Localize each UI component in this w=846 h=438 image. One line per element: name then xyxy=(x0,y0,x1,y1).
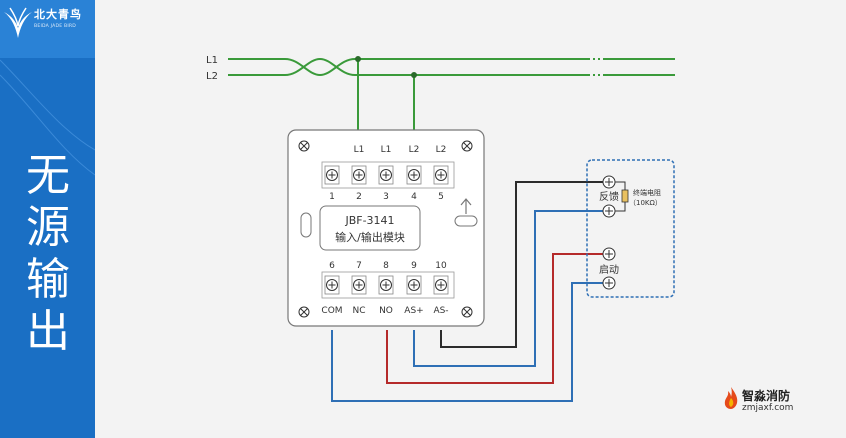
bottom-terminal-number: 8 xyxy=(383,261,389,271)
bottom-terminal-7: 7 NC xyxy=(351,261,367,316)
title-char-4: 出 xyxy=(26,306,70,357)
start-label: 启动 xyxy=(599,263,619,276)
brand-sub: BEIDA JADE BIRD xyxy=(34,24,77,29)
bottom-terminal-label: AS+ xyxy=(404,306,423,316)
wire-as-plus-blue xyxy=(413,210,605,367)
bus-l1-label: L1 xyxy=(206,55,218,66)
bottom-terminal-8: 8 NO xyxy=(378,261,394,316)
top-terminal-1: 1 xyxy=(324,165,340,202)
watermark-flame-icon xyxy=(724,387,738,409)
top-terminal-block: 1 L1 2 L1 3 L2 4 xyxy=(324,145,449,202)
junction-l1 xyxy=(355,56,361,62)
top-terminal-label: L2 xyxy=(409,145,420,155)
bottom-terminal-number: 7 xyxy=(356,261,362,271)
title-char-3: 输 xyxy=(26,254,70,305)
top-terminal-number: 1 xyxy=(329,192,335,202)
jade-bird-logo-icon xyxy=(4,7,32,38)
bottom-terminal-number: 9 xyxy=(411,261,417,271)
bottom-terminal-10: 10 AS- xyxy=(433,261,448,316)
up-arrow-icon xyxy=(460,198,472,214)
resistor-label: 终端电阻 xyxy=(633,188,661,197)
top-terminal-label: L1 xyxy=(381,145,392,155)
bottom-terminal-label: AS- xyxy=(433,306,448,316)
right-slot xyxy=(454,215,478,227)
brand-name: 北大青鸟 xyxy=(34,8,82,21)
bottom-terminal-9: 9 AS+ xyxy=(404,261,423,316)
brand-area: 北大青鸟 BEIDA JADE BIRD xyxy=(0,0,95,58)
bottom-terminal-number: 6 xyxy=(329,261,335,271)
output-wires xyxy=(331,181,605,402)
bottom-terminal-number: 10 xyxy=(435,261,447,271)
top-terminal-label: L1 xyxy=(354,145,365,155)
wire-com-blue xyxy=(331,282,605,402)
module-name: 输入/输出模块 xyxy=(335,230,405,244)
sidebar-decoration xyxy=(0,59,95,176)
bottom-terminal-label: NC xyxy=(352,306,365,316)
feedback-terminals xyxy=(602,175,616,218)
resistor-value: （10KΩ） xyxy=(629,199,662,207)
title-char-1: 无 xyxy=(26,150,70,201)
wire-no-red xyxy=(386,253,605,384)
watermark-name: 智淼消防 xyxy=(742,389,791,403)
junction-l2 xyxy=(411,72,417,78)
watermark-url: zmjaxf.com xyxy=(742,403,794,413)
page-title: 无 源 输 出 xyxy=(18,150,78,358)
bottom-terminal-block: 6 COM 7 NC 8 NO 9 AS+ xyxy=(321,261,448,316)
top-terminal-4: L2 4 xyxy=(406,145,422,202)
feedback-label: 反馈 xyxy=(599,190,619,203)
top-terminal-label: L2 xyxy=(436,145,447,155)
controlled-device: 反馈 终端电阻 （10KΩ） 启动 xyxy=(586,159,675,298)
top-terminal-number: 5 xyxy=(438,192,444,202)
start-terminals xyxy=(602,247,616,290)
top-terminal-number: 4 xyxy=(411,192,417,202)
title-char-2: 源 xyxy=(26,202,70,253)
bus-l2-label: L2 xyxy=(206,71,218,82)
resistor-icon xyxy=(621,189,629,203)
left-slot xyxy=(300,212,312,238)
sidebar: 北大青鸟 BEIDA JADE BIRD 无 源 输 出 xyxy=(0,0,95,438)
top-terminal-number: 3 xyxy=(383,192,389,202)
wire-as-minus-black xyxy=(440,181,605,348)
bottom-terminal-label: NO xyxy=(379,306,393,316)
bottom-terminal-6: 6 COM xyxy=(321,261,342,316)
module-model: JBF-3141 xyxy=(344,214,394,227)
top-terminal-5: L2 5 xyxy=(433,145,449,202)
bottom-terminal-label: COM xyxy=(321,306,342,316)
top-terminal-number: 2 xyxy=(356,192,362,202)
mounting-screws xyxy=(298,140,473,318)
top-terminal-3: L1 3 xyxy=(378,145,394,202)
top-terminal-2: L1 2 xyxy=(351,145,367,202)
module-jbf3141: JBF-3141 输入/输出模块 1 xyxy=(287,129,485,327)
bus-wires xyxy=(228,57,675,130)
